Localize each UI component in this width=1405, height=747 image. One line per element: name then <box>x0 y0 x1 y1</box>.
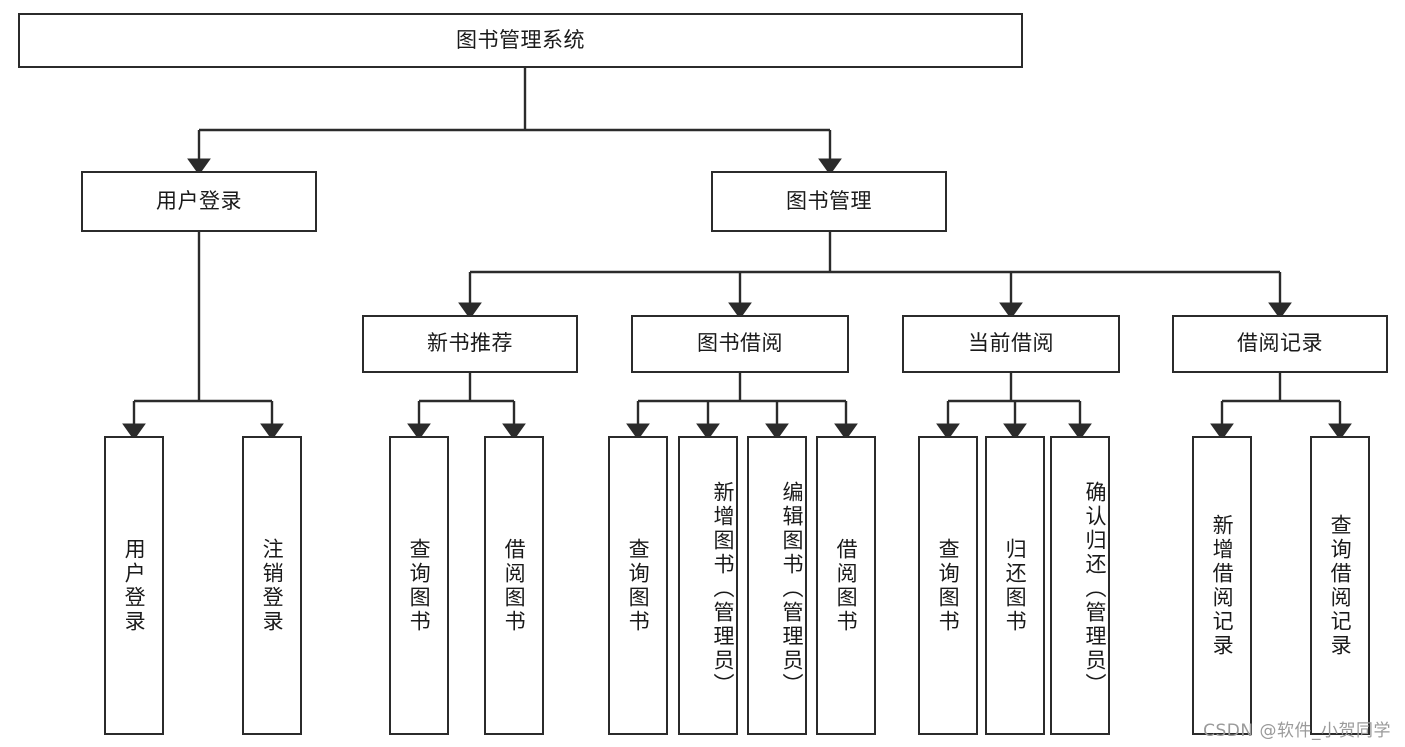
node-root-label: 图书管理系统 <box>456 27 585 52</box>
node-leaf-add-book[interactable]: 新增图书（管理员） <box>678 436 738 735</box>
node-leaf-add-record[interactable]: 新增借阅记录 <box>1192 436 1252 735</box>
node-leaf-user-login-label: 用户登录 <box>122 537 147 634</box>
node-borrow-records-label: 借阅记录 <box>1237 331 1323 356</box>
node-leaf-logout[interactable]: 注销登录 <box>242 436 302 735</box>
node-leaf-query-book-a[interactable]: 查询图书 <box>389 436 449 735</box>
node-leaf-query-book-a-label: 查询图书 <box>407 537 432 634</box>
node-new-book-recommend[interactable]: 新书推荐 <box>362 315 578 373</box>
node-leaf-add-book-label: 新增图书（管理员） <box>711 480 735 697</box>
node-leaf-borrow-book-b-label: 借阅图书 <box>834 537 859 634</box>
node-leaf-query-book-b[interactable]: 查询图书 <box>608 436 668 735</box>
node-leaf-borrow-book-a[interactable]: 借阅图书 <box>484 436 544 735</box>
node-current-borrow[interactable]: 当前借阅 <box>902 315 1120 373</box>
node-leaf-borrow-book-a-label: 借阅图书 <box>502 537 527 634</box>
node-leaf-add-record-label: 新增借阅记录 <box>1210 513 1235 658</box>
node-book-management[interactable]: 图书管理 <box>711 171 947 232</box>
node-root[interactable]: 图书管理系统 <box>18 13 1023 68</box>
csdn-watermark: CSDN @软件_小贺同学 <box>1203 721 1391 741</box>
node-book-borrow-label: 图书借阅 <box>697 331 783 356</box>
node-leaf-confirm-return-label: 确认归还（管理员） <box>1083 480 1107 697</box>
node-leaf-edit-book[interactable]: 编辑图书（管理员） <box>747 436 807 735</box>
node-leaf-user-login[interactable]: 用户登录 <box>104 436 164 735</box>
node-new-book-recommend-label: 新书推荐 <box>427 331 513 356</box>
node-leaf-query-book-c[interactable]: 查询图书 <box>918 436 978 735</box>
node-leaf-query-book-c-label: 查询图书 <box>936 537 961 634</box>
node-user-login[interactable]: 用户登录 <box>81 171 317 232</box>
node-leaf-return-book-label: 归还图书 <box>1003 537 1028 634</box>
node-book-borrow[interactable]: 图书借阅 <box>631 315 849 373</box>
node-user-login-label: 用户登录 <box>156 188 242 213</box>
node-leaf-logout-label: 注销登录 <box>260 537 285 634</box>
node-borrow-records[interactable]: 借阅记录 <box>1172 315 1388 373</box>
node-book-management-label: 图书管理 <box>786 188 872 213</box>
node-leaf-return-book[interactable]: 归还图书 <box>985 436 1045 735</box>
node-leaf-confirm-return[interactable]: 确认归还（管理员） <box>1050 436 1110 735</box>
node-leaf-edit-book-label: 编辑图书（管理员） <box>780 480 804 697</box>
node-leaf-query-record-label: 查询借阅记录 <box>1328 513 1353 658</box>
node-leaf-query-book-b-label: 查询图书 <box>626 537 651 634</box>
node-leaf-borrow-book-b[interactable]: 借阅图书 <box>816 436 876 735</box>
node-leaf-query-record[interactable]: 查询借阅记录 <box>1310 436 1370 735</box>
node-current-borrow-label: 当前借阅 <box>968 331 1054 356</box>
